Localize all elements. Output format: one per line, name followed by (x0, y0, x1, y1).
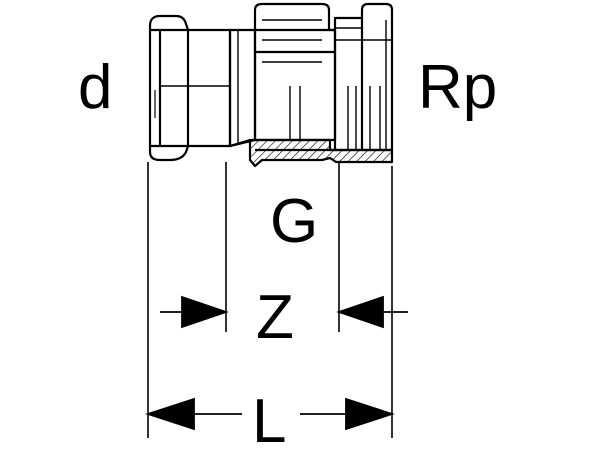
l-arrow-left (145, 397, 195, 431)
label-g: G (270, 187, 318, 256)
label-z: Z (256, 283, 294, 352)
l-arrow-right (345, 397, 395, 431)
label-l: L (252, 387, 286, 450)
union-body (228, 28, 257, 148)
extension-lines (147, 162, 393, 438)
z-dimension (160, 295, 408, 329)
press-sleeve (148, 14, 232, 162)
l-dimension (145, 397, 395, 431)
label-rp: Rp (418, 53, 497, 122)
z-arrow-right (336, 295, 384, 329)
union-nut (253, 2, 337, 142)
threaded-end (333, 2, 394, 152)
z-arrow-left (181, 295, 229, 329)
fitting-body (148, 2, 394, 168)
sectioned-nut (248, 138, 394, 168)
label-d: d (78, 53, 112, 122)
